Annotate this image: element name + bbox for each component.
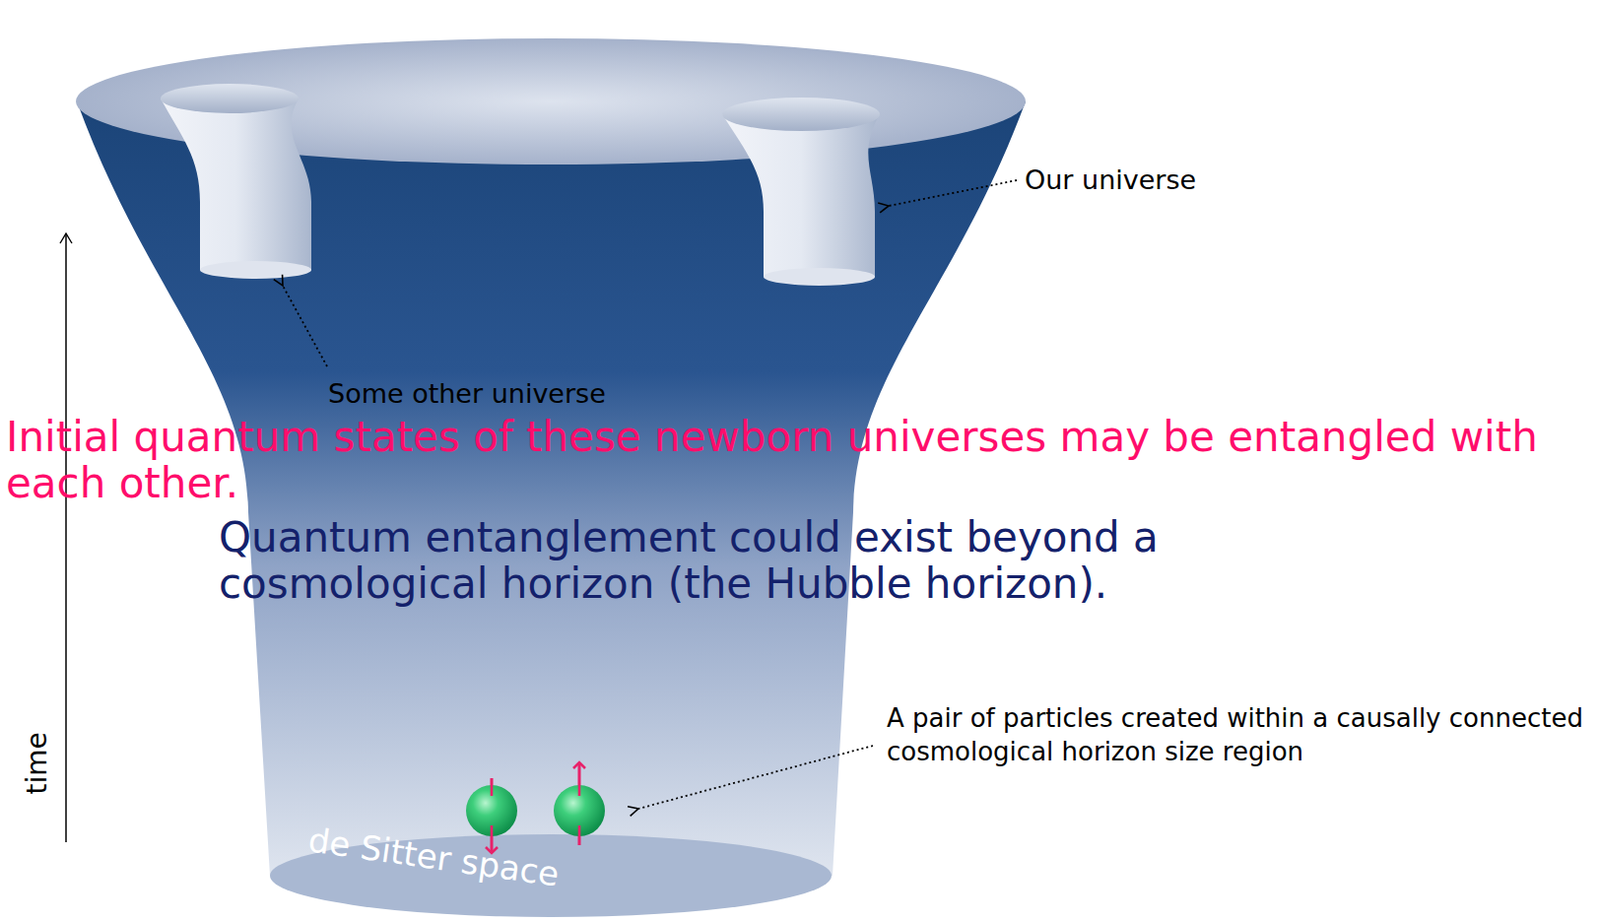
axis-label: time xyxy=(20,732,55,795)
overlay-note: Quantum entanglement could exist beyond … xyxy=(218,514,1323,607)
overlay-note: Initial quantum states of these newborn … xyxy=(5,413,1583,507)
leader-line xyxy=(888,180,1017,206)
callout-label: Some other universe xyxy=(328,378,606,410)
leader-line xyxy=(282,285,328,367)
particle-pair xyxy=(466,762,605,854)
universe-left xyxy=(160,83,312,279)
leader-line xyxy=(638,745,873,809)
universe-right xyxy=(722,97,880,286)
time-axis xyxy=(65,234,67,843)
callout-label: A pair of particles created within a cau… xyxy=(886,702,1592,770)
callout-label: Our universe xyxy=(1024,164,1197,197)
